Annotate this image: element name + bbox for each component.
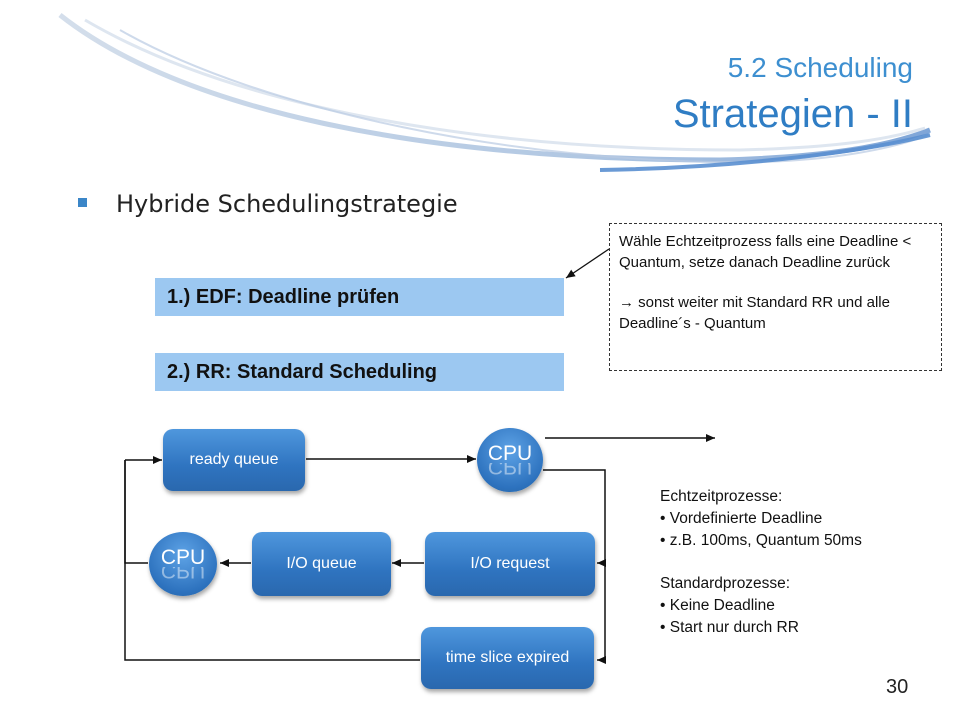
legend-item: • Vordefinierte Deadline — [660, 509, 823, 527]
note-text-2: → sonst weiter mit Standard RR und alle … — [619, 294, 890, 332]
cpu-left-reflection: CPU — [160, 567, 206, 579]
legend-item: • Keine Deadline — [660, 596, 775, 614]
note-pointer-arrow — [565, 248, 610, 279]
cpu-top-label: CPU — [487, 442, 533, 465]
legend-item: • z.B. 100ms, Quantum 50ms — [660, 531, 862, 549]
legend-heading-standard: Standardprozesse: — [660, 575, 791, 593]
line-left-trunk — [124, 460, 148, 564]
cpu-node-top: CPU CPU — [477, 428, 543, 492]
legend-item: • Start nur durch RR — [660, 618, 799, 636]
slide-title: Strategien - II — [672, 92, 913, 136]
io-queue-node: I/O queue — [252, 532, 391, 596]
cpu-left-label: CPU — [160, 546, 206, 569]
io-request-node: I/O request — [425, 532, 595, 596]
note-box: Wähle Echtzeitprozess falls eine Deadlin… — [609, 223, 942, 371]
bullet-icon — [78, 198, 87, 207]
bullet-text: Hybride Schedulingstrategie — [116, 190, 458, 218]
legend-spacer — [660, 551, 862, 573]
ready-queue-node: ready queue — [163, 429, 305, 491]
line-cpu-to-trunk — [543, 469, 606, 660]
step-rr: 2.) RR: Standard Scheduling — [155, 353, 564, 391]
time-slice-expired-node: time slice expired — [421, 627, 594, 689]
page-number: 30 — [886, 676, 909, 698]
legend: Echtzeitprozesse: • Vordefinierte Deadli… — [660, 486, 862, 639]
slide-subtitle: 5.2 Scheduling — [727, 52, 913, 83]
note-text-1: Wähle Echtzeitprozess falls eine Deadlin… — [619, 233, 912, 271]
cpu-node-left: CPU CPU — [149, 532, 217, 596]
step-edf: 1.) EDF: Deadline prüfen — [155, 278, 564, 316]
decorative-swoosh — [58, 13, 931, 172]
line-time-slice-back — [124, 460, 420, 661]
legend-heading-realtime: Echtzeitprozesse: — [660, 488, 783, 505]
cpu-top-reflection: CPU — [487, 463, 533, 475]
